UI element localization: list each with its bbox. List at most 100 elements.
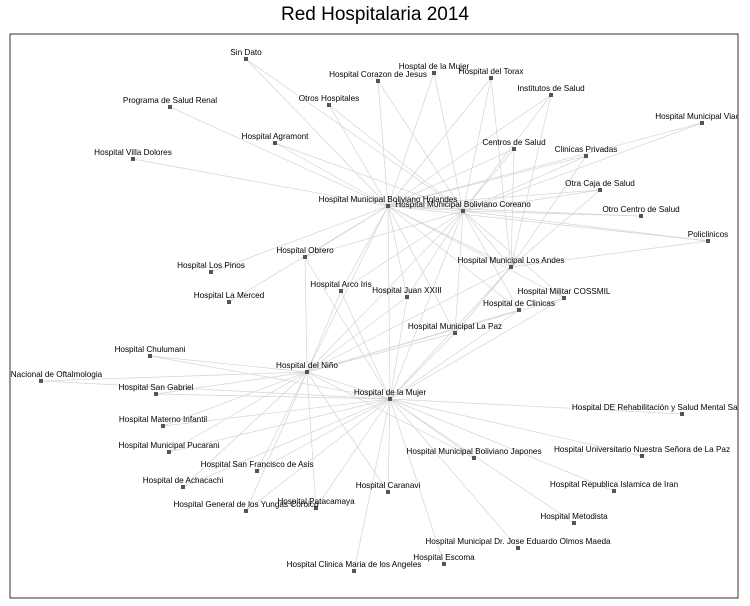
edge-mujer-san_francisco: [256, 398, 391, 472]
node-coreano: Hospital Municipal Boliviano Coreano: [395, 200, 531, 213]
edge-holandes-clinicas_priv: [387, 155, 587, 207]
node-pucarani: Hospital Municipal Pucarani: [118, 441, 220, 454]
node-label: Hospital Obrero: [276, 246, 334, 255]
node-otra_caja: Otra Caja de Salud: [565, 179, 635, 192]
edge-coreano-torax: [462, 77, 492, 212]
node-label: Hospital de la Mujer: [354, 388, 427, 397]
node-marker: [640, 454, 644, 458]
node-label: Hospital Escoma: [413, 553, 475, 562]
edge-holandes-mujer: [387, 205, 391, 400]
node-marker: [549, 93, 553, 97]
node-marker: [386, 204, 390, 208]
edge-la_paz-los_andes: [454, 266, 512, 334]
edge-coreano-juan23: [406, 210, 464, 298]
node-label: Institutos de Salud: [517, 84, 585, 93]
edge-holandes-la_paz: [387, 205, 456, 334]
node-label: Hospital Patacamaya: [277, 497, 355, 506]
node-olmos: Hospital Municipal Dr. Jose Eduardo Olmo…: [425, 537, 611, 550]
edge-holandes-cossmil: [387, 205, 565, 299]
edge-coreano-corazon: [377, 80, 464, 212]
node-label: Hospital Militar COSSMIL: [518, 287, 611, 296]
edge-coreano-viacha: [462, 122, 703, 212]
node-marker: [168, 105, 172, 109]
node-label: Hospital Agramont: [242, 132, 310, 141]
node-iran: Hospital Republica Islamica de Iran: [550, 480, 679, 493]
edge-nino-cossmil: [306, 297, 565, 373]
node-label: Hospital Municipal Los Andes: [458, 256, 565, 265]
edge-coreano-institutos: [462, 94, 552, 212]
node-label: Hospital Universitario Nuestra Señora de…: [554, 445, 730, 454]
edge-layer: [40, 58, 709, 572]
edge-holandes-agramont: [274, 142, 389, 207]
node-label: Hospital Municipal Boliviano Coreano: [395, 200, 531, 209]
node-marker: [131, 157, 135, 161]
edge-holandes-coreano: [387, 205, 464, 212]
node-label: Hospital DE Rehabilitación y Salud Menta…: [572, 403, 750, 412]
edge-holandes-los_andes: [387, 205, 512, 268]
node-label: Hosptal de la Mujer: [399, 62, 470, 71]
edge-holandes-nino: [306, 205, 389, 373]
node-h_clinicas: Hospital de Clinicas: [483, 299, 555, 312]
edge-coreano-agramont: [274, 142, 464, 212]
edge-coreano-la_paz: [454, 210, 464, 334]
edge-mujer-metodista: [389, 398, 575, 524]
edge-holandes-juan23: [387, 205, 408, 298]
edge-nino-patacamaya: [306, 371, 317, 509]
node-marker: [516, 546, 520, 550]
node-torax: Hospital del Torax: [459, 67, 523, 80]
node-agramont: Hospital Agramont: [242, 132, 310, 145]
node-label: Hospital Materno Infantil: [119, 415, 207, 424]
node-maria_angeles: Hospital Clinica Maria de los Angeles: [287, 560, 421, 573]
node-marker: [305, 370, 309, 374]
edge-holandes-viacha: [387, 122, 703, 207]
edge-los_andes-torax: [490, 77, 512, 268]
node-label: Hospital Municipal Viacha: [655, 112, 749, 121]
node-label: Hospital Republica Islamica de Iran: [550, 480, 679, 489]
node-label: Hospital San Francisco de Asis: [201, 460, 314, 469]
node-label: Hospital Arco Iris: [310, 280, 371, 289]
edge-holandes-renal: [169, 106, 389, 207]
node-label: Hospital Villa Dolores: [94, 148, 172, 157]
edge-los_andes-clinicas_priv: [510, 155, 587, 268]
node-marker: [517, 308, 521, 312]
node-marker: [700, 121, 704, 125]
node-marker: [39, 379, 43, 383]
edge-nino-juan23: [306, 296, 408, 373]
edge-los_andes-centros: [510, 148, 515, 268]
node-villa_dolores: Hospital Villa Dolores: [94, 148, 172, 161]
edge-holandes-otra_caja: [387, 189, 601, 207]
edge-los_andes-policlinicos: [510, 240, 709, 268]
node-label: Hospital Chulumani: [115, 345, 186, 354]
node-marker: [639, 214, 643, 218]
node-san_gabriel: Hospital San Gabriel: [118, 383, 194, 396]
edge-holandes-h_clinicas: [387, 205, 520, 311]
node-policlinicos: Policlinicos: [688, 230, 728, 243]
edge-mujer-olmos: [389, 398, 519, 549]
node-marker: [244, 57, 248, 61]
node-marker: [442, 562, 446, 566]
node-arco_iris: Hospital Arco Iris: [310, 280, 372, 293]
edge-nino-yungas: [245, 371, 308, 512]
node-escoma: Hospital Escoma: [413, 553, 475, 566]
edge-mujer-yungas: [245, 398, 391, 512]
edge-mujer-arco_iris: [340, 290, 391, 400]
node-nino: Hospital del Niño: [276, 361, 338, 374]
node-marker: [339, 289, 343, 293]
node-institutos: Institutos de Salud: [517, 84, 585, 97]
edge-mujer-univ_nsp: [389, 398, 643, 457]
edge-nino-caranavi: [306, 371, 389, 493]
edge-coreano-obrero: [304, 210, 464, 258]
node-marker: [244, 509, 248, 513]
edge-mujer-san_gabriel: [155, 393, 391, 400]
node-la_paz: Hospital Municipal La Paz: [408, 322, 502, 335]
edge-coreano-h_clinicas: [462, 210, 520, 311]
node-label: Instituto Nacional de Oftalmologia: [0, 370, 103, 379]
node-label: Hospital de Achacachi: [143, 476, 224, 485]
edge-coreano-cossmil: [462, 210, 565, 299]
edge-holandes-h_mujer_top: [387, 72, 435, 207]
node-marker: [255, 469, 259, 473]
edge-mujer-h_clinicas: [389, 309, 520, 400]
edge-holandes-torax: [387, 77, 492, 207]
node-marker: [706, 239, 710, 243]
edge-mujer-iran: [389, 398, 615, 492]
